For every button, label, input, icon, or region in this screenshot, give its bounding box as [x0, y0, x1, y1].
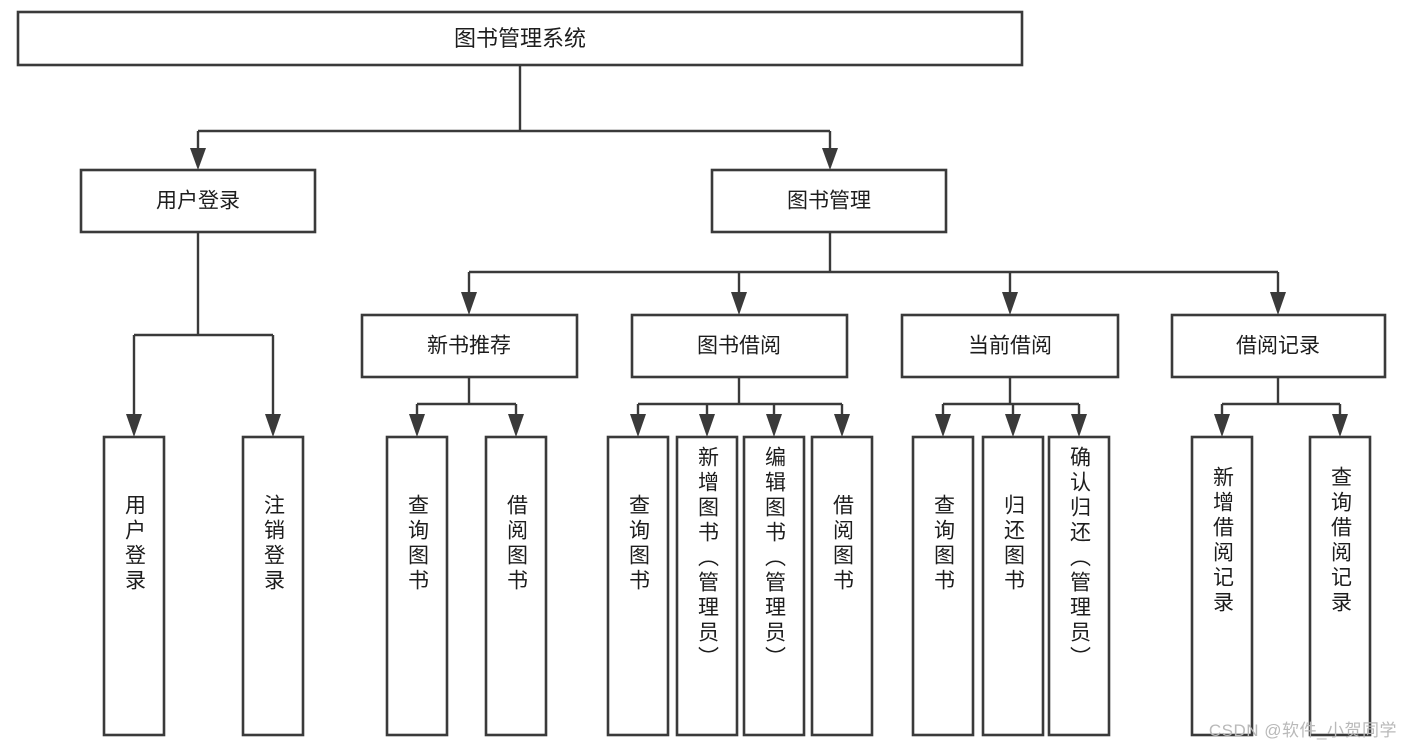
- node-root-box[interactable]: [16, 10, 1024, 67]
- arrowhead-borrow: [731, 292, 747, 315]
- arrowhead-borrow-query: [630, 414, 646, 437]
- node-user-login[interactable]: 用户登录: [79, 168, 317, 234]
- leaf-box-current-return-book[interactable]: [981, 435, 1045, 737]
- node-borrow-record-box[interactable]: [1170, 313, 1387, 379]
- leaf-box-borrow-query-book[interactable]: [606, 435, 670, 737]
- node-new-book-recommend-box[interactable]: [360, 313, 579, 379]
- node-book-borrow[interactable]: 图书借阅: [630, 313, 849, 379]
- arrowhead-book-mgmt: [822, 148, 838, 170]
- arrowhead-user-login: [190, 148, 206, 170]
- leaf-box-user-login[interactable]: [102, 435, 166, 737]
- arrowhead-leaf-user-login: [126, 414, 142, 437]
- leaf-box-newbook-query-book[interactable]: [385, 435, 449, 737]
- node-book-borrow-label: 图书借阅: [697, 335, 781, 358]
- node-borrow-record-label: 借阅记录: [1236, 335, 1320, 358]
- leaf-box-current-confirm-return[interactable]: [1047, 435, 1111, 737]
- leaf-box-newbook-borrow-book[interactable]: [484, 435, 548, 737]
- node-root[interactable]: 图书管理系统: [16, 10, 1024, 67]
- node-book-management[interactable]: 图书管理: [710, 168, 948, 234]
- arrowhead-newbook-query: [409, 414, 425, 437]
- node-current-borrow-label: 当前借阅: [968, 335, 1052, 358]
- node-current-borrow[interactable]: 当前借阅: [900, 313, 1120, 379]
- arrowhead-leaf-logout: [265, 414, 281, 437]
- node-new-book-recommend-label: 新书推荐: [427, 335, 511, 358]
- node-book-borrow-box[interactable]: [630, 313, 849, 379]
- leaf-boxes-layer: [102, 435, 1372, 737]
- node-borrow-record[interactable]: 借阅记录: [1170, 313, 1387, 379]
- leaf-box-record-add[interactable]: [1190, 435, 1254, 737]
- arrowhead-borrow-edit: [766, 414, 782, 437]
- arrowhead-newbook: [461, 292, 477, 315]
- node-user-login-label: 用户登录: [156, 190, 240, 213]
- arrowhead-current-query: [935, 414, 951, 437]
- connector-layer: [126, 65, 1348, 437]
- leaf-box-borrow-lend-book[interactable]: [810, 435, 874, 737]
- node-book-management-box[interactable]: [710, 168, 948, 234]
- arrowhead-borrow-add: [699, 414, 715, 437]
- arrowhead-record-query: [1332, 414, 1348, 437]
- node-current-borrow-box[interactable]: [900, 313, 1120, 379]
- arrowhead-current-return: [1005, 414, 1021, 437]
- leaf-box-logout[interactable]: [241, 435, 305, 737]
- csdn-watermark: CSDN @软件_小贺同学: [1208, 721, 1397, 740]
- node-new-book-recommend[interactable]: 新书推荐: [360, 313, 579, 379]
- arrowhead-current-confirm: [1071, 414, 1087, 437]
- arrowhead-borrow-lend: [834, 414, 850, 437]
- arrowhead-record-add: [1214, 414, 1230, 437]
- arrowhead-record: [1270, 292, 1286, 315]
- arrowhead-current: [1002, 292, 1018, 315]
- leaf-box-current-query-book[interactable]: [911, 435, 975, 737]
- leaf-box-borrow-add-book[interactable]: [675, 435, 739, 737]
- leaf-box-borrow-edit-book[interactable]: [742, 435, 806, 737]
- node-user-login-box[interactable]: [79, 168, 317, 234]
- node-root-label: 图书管理系统: [454, 26, 586, 51]
- node-book-management-label: 图书管理: [787, 190, 871, 213]
- leaf-box-record-query[interactable]: [1308, 435, 1372, 737]
- arrowhead-newbook-borrow: [508, 414, 524, 437]
